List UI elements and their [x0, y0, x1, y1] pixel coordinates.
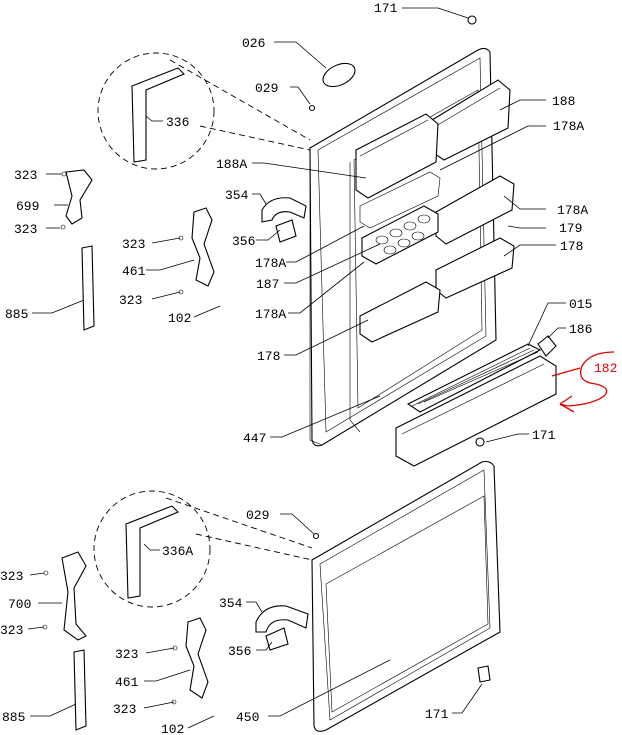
label-450: 450	[236, 710, 259, 725]
label-102-top: 102	[168, 311, 191, 326]
label-178A-4: 178A	[255, 307, 286, 322]
label-323-a: 323	[14, 168, 37, 183]
label-323-f: 323	[0, 623, 23, 638]
lower-handle-354	[255, 605, 309, 651]
label-323-c: 323	[122, 237, 145, 252]
label-356-top: 356	[232, 234, 255, 249]
label-323-h: 323	[113, 702, 136, 717]
door-shelf-188A	[355, 113, 439, 199]
label-178A-3: 178A	[255, 256, 286, 271]
label-447: 447	[243, 431, 266, 446]
label-461-bot: 461	[115, 675, 139, 690]
label-186: 186	[569, 322, 592, 337]
label-171-mid: 171	[532, 428, 556, 443]
screw-029-top	[308, 104, 316, 112]
screw-171-bot	[477, 665, 491, 683]
screw-029-bot	[312, 532, 320, 540]
label-178-b: 178	[257, 349, 280, 364]
label-461-top: 461	[122, 264, 146, 279]
label-356-bot: 356	[228, 644, 251, 659]
door-shelf-178	[359, 237, 515, 343]
label-102-bot: 102	[161, 722, 184, 735]
label-323-g: 323	[115, 647, 138, 662]
handle-461-top	[191, 207, 215, 287]
label-323-e: 323	[0, 569, 23, 584]
label-178: 178	[560, 239, 583, 254]
leader-lines	[27, 7, 566, 729]
label-029-top: 029	[255, 81, 278, 96]
label-178A-1: 178A	[553, 119, 584, 134]
label-323-d: 323	[119, 293, 142, 308]
label-188A: 188A	[216, 157, 247, 172]
handle-bracket-885-bot	[73, 649, 87, 731]
badge-026	[322, 62, 356, 88]
gasket-detail-336	[97, 52, 311, 170]
shelf-guard-186	[537, 335, 557, 357]
label-026: 026	[242, 36, 265, 51]
label-885-bot: 885	[2, 710, 25, 725]
label-336: 336	[166, 115, 189, 130]
label-187: 187	[256, 277, 279, 292]
lower-door	[311, 460, 501, 732]
bottle-shelf-182	[395, 343, 557, 467]
red-annotation	[551, 351, 615, 413]
label-015: 015	[569, 297, 592, 312]
label-179: 179	[559, 221, 582, 236]
door-shelf-178A-upper	[359, 171, 515, 245]
egg-tray-187	[361, 205, 439, 265]
label-188: 188	[552, 94, 575, 109]
label-336A: 336A	[162, 544, 193, 559]
screw-171-top	[467, 15, 477, 25]
handle-700	[61, 551, 87, 641]
label-700: 700	[8, 597, 31, 612]
label-171-top: 171	[374, 1, 398, 16]
screw-323-set	[42, 171, 184, 705]
label-323-b: 323	[14, 222, 37, 237]
handle-699	[65, 169, 93, 225]
screw-171-mid	[475, 437, 485, 447]
label-354-bot: 354	[219, 596, 243, 611]
label-178A-2: 178A	[557, 203, 588, 218]
upper-handle-354	[261, 197, 307, 243]
label-885-top: 885	[5, 307, 28, 322]
handle-461-bot	[185, 617, 209, 699]
handle-bracket-885-top	[81, 245, 95, 331]
label-171-bot: 171	[425, 707, 449, 722]
label-029-bot: 029	[246, 508, 269, 523]
label-354-top: 354	[225, 188, 249, 203]
label-182: 182	[594, 361, 617, 376]
label-699: 699	[16, 199, 39, 214]
gasket-detail-336A	[93, 490, 313, 608]
